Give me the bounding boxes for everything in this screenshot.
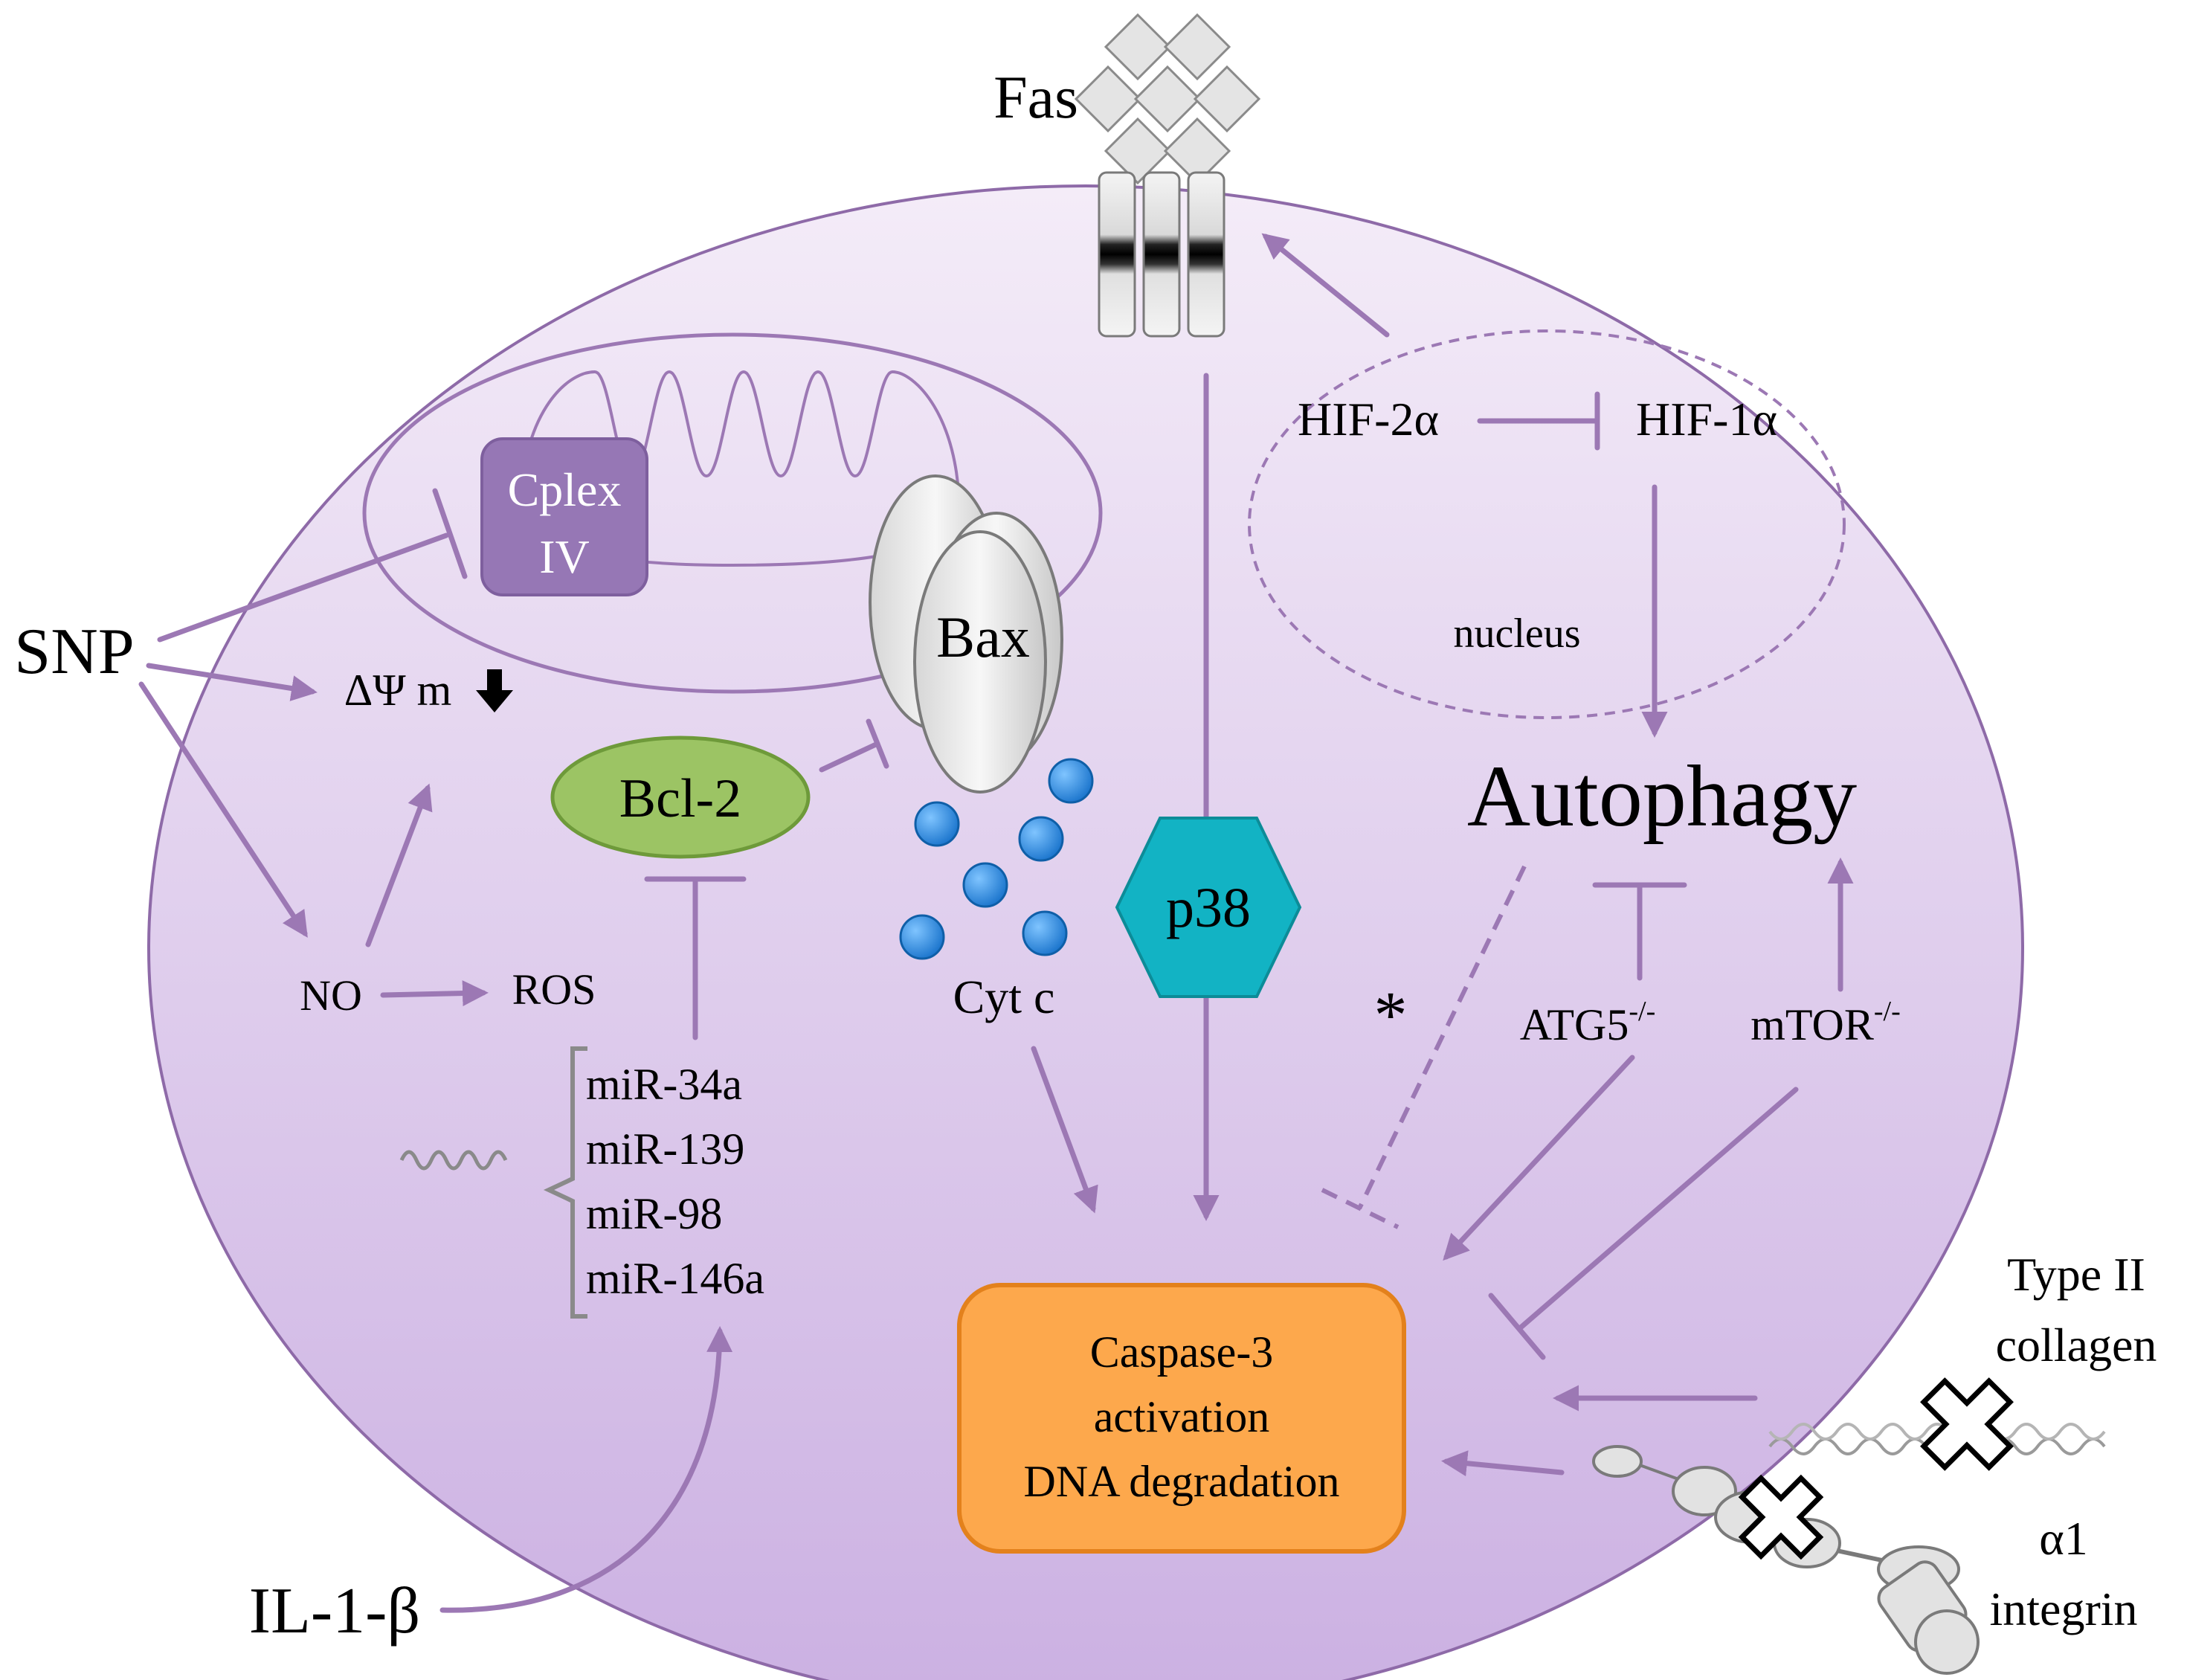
mirna-item-1: miR-34a [586, 1060, 742, 1109]
collagen-cross-icon [1920, 1377, 2014, 1471]
snp-to-delta-psi [146, 663, 318, 701]
mtor-label: mTOR-/- [1750, 996, 1900, 1049]
mirna-item-2: miR-139 [586, 1124, 744, 1174]
mirna-item-3: miR-98 [586, 1189, 722, 1238]
collagen-label-line2: collagen [1996, 1319, 2157, 1371]
no-to-delta-psi [365, 783, 433, 947]
complex-iv-inhibit-bar [432, 488, 468, 579]
complex-iv-label-line1: Cplex [508, 463, 622, 516]
no-to-ros [380, 980, 489, 1007]
cytc-label: Cyt c [953, 971, 1055, 1023]
nucleus-label: nucleus [1453, 611, 1580, 657]
nucleus-membrane [1248, 329, 1846, 719]
fas-transmembrane-bars [1098, 171, 1225, 338]
caspase-line-2: activation [1094, 1392, 1270, 1441]
snp-to-no [138, 681, 308, 938]
bcl2-label: Bcl-2 [619, 768, 741, 829]
down-arrow-icon [476, 669, 513, 712]
ros-label: ROS [512, 965, 596, 1014]
atg5-label: ATG5-/- [1520, 996, 1656, 1049]
integrin-label-line2: integrin [1989, 1583, 2137, 1635]
autophagy-label: Autophagy [1467, 747, 1857, 845]
il1b-to-mirna [439, 1326, 733, 1613]
p38-label: p38 [1166, 877, 1251, 939]
bax-protein: Bax [869, 474, 1063, 794]
fas-label: Fas [993, 63, 1078, 131]
mirna-bracket [543, 1046, 587, 1319]
atg5-to-caspase [1443, 1055, 1635, 1261]
no-label: NO [300, 971, 362, 1020]
caspase-inhibit-bar [1488, 1293, 1546, 1360]
mirna-wave-icon [399, 1150, 508, 1171]
snp-label: SNP [14, 616, 134, 688]
collagen-label-line1: Type II [2007, 1248, 2145, 1301]
delta-psi-label: ΔΨ m [344, 666, 452, 715]
p38-protein: p38 [1115, 817, 1302, 998]
mirna-item-4: miR-146a [586, 1254, 764, 1303]
bcl2-protein: Bcl-2 [550, 736, 811, 859]
caspase-line-3: DNA degradation [1024, 1457, 1340, 1506]
hif2a-to-fas [1261, 233, 1390, 338]
complex-iv-label-line2: IV [539, 530, 590, 583]
fas-ligand-diamonds [1074, 13, 1261, 185]
hif2a-label: HIF-2α [1298, 393, 1439, 445]
hif1a-label: HIF-1α [1636, 393, 1777, 445]
bax-label: Bax [936, 605, 1030, 669]
integrin-label-line1: α1 [2039, 1512, 2088, 1565]
cytochrome-c-molecules [899, 758, 1094, 960]
bax-inhibit-bar [866, 718, 889, 769]
complex-iv-box: Cplex IV [480, 437, 648, 596]
bcl2-inhibits-bax [819, 741, 880, 773]
autophagy-inhibits-caspase-dashed [1357, 865, 1527, 1210]
snp-inhibits-complex-iv [157, 532, 449, 643]
fas-receptor: Fas [993, 13, 1261, 338]
cytc-to-caspase [1031, 1046, 1098, 1214]
mirna-group: miR-34a miR-139 miR-98 miR-146a [399, 1046, 764, 1319]
asterisk-label: * [1374, 979, 1408, 1052]
il1b-label: IL-1-β [249, 1575, 420, 1647]
mtor-inhibits-caspase [1518, 1087, 1799, 1330]
integrin-to-caspase [1441, 1450, 1565, 1477]
caspase-box: Caspase-3 activation DNA degradation [957, 1283, 1406, 1554]
integrin-cross-icon [1738, 1474, 1824, 1560]
dashed-inhibit-bar [1321, 1188, 1400, 1229]
caspase-line-1: Caspase-3 [1090, 1327, 1274, 1377]
